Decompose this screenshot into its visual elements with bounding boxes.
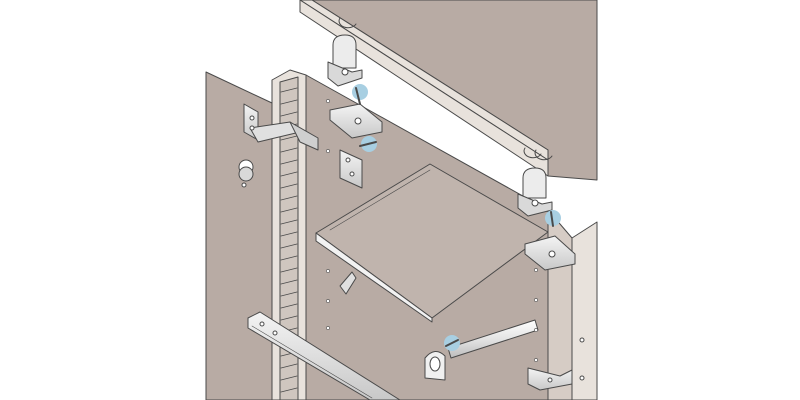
screw-3-icon xyxy=(545,210,561,227)
screw-4-icon xyxy=(444,335,460,351)
front-edge-strip xyxy=(271,69,307,400)
shelf xyxy=(315,163,549,323)
cam-fitting-left-icon xyxy=(327,34,363,87)
screw-2-icon xyxy=(359,136,377,152)
rod-holder xyxy=(424,351,446,381)
bottom-clip-icon xyxy=(527,367,573,391)
screw-1-icon xyxy=(352,84,368,105)
hinge-icon xyxy=(243,103,319,151)
hanging-rod xyxy=(447,319,539,359)
drawer-rail xyxy=(247,311,401,400)
cam-fitting-right-icon xyxy=(517,167,553,217)
bracket-right-icon xyxy=(524,235,576,271)
top-panel xyxy=(299,0,598,181)
shelf-pin-icon xyxy=(339,271,357,295)
panel-holes xyxy=(326,99,538,362)
mounting-plate-icon xyxy=(339,149,363,189)
left-side-panel xyxy=(205,71,273,400)
